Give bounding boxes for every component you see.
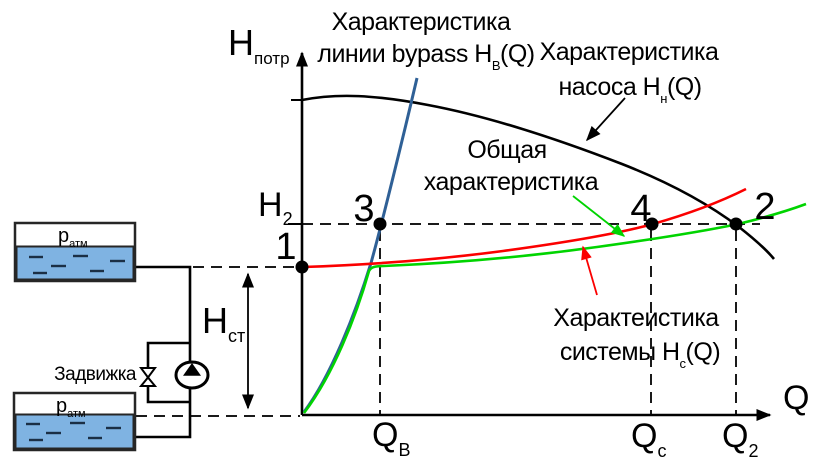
y-axis-label: Hпотр (228, 22, 290, 68)
point-3-dot (373, 217, 387, 231)
valve-icon (138, 367, 158, 387)
point-1-label: 1 (275, 226, 296, 268)
upper-tank: pатм (13, 221, 137, 283)
bypass-label-line1: Характеристика (332, 8, 511, 36)
hydraulic-schematic: pатм pатм Задвижка (12, 221, 254, 452)
pump-icon (174, 360, 210, 390)
lower-water-marks (26, 421, 121, 442)
system-curve (302, 187, 747, 269)
point-1-dot (295, 260, 309, 274)
point-4-dot (645, 217, 659, 231)
point-2-label: 2 (754, 186, 775, 228)
operating-points (295, 217, 743, 274)
pump-label-line2: насоса Hн(Q) (558, 73, 701, 106)
overall-label-line1: Общая (467, 136, 546, 164)
q2-label: Q2 (722, 417, 758, 461)
point-labels: 1 3 4 2 (275, 186, 775, 268)
lower-tank-water (14, 413, 135, 450)
static-head-dimension: Hст (202, 272, 254, 410)
qc-label: Qc (631, 417, 666, 461)
overall-label-line2: характеристика (424, 168, 599, 196)
x-axis-label: Q (783, 379, 809, 417)
point-4-label: 4 (630, 188, 651, 230)
lower-tank: pатм (12, 391, 137, 452)
pump-label-line1: Характеристика (540, 38, 719, 66)
system-label-line2: системы Hc(Q) (560, 338, 720, 371)
point-2-dot (729, 217, 743, 231)
upper-tank-water (15, 245, 135, 281)
hst-label: Hст (202, 300, 245, 346)
axes (288, 51, 772, 421)
upper-tank-pressure-label: pатм (58, 225, 88, 250)
axis-labels: Hпотр Q H2 QB Qc Q2 (228, 22, 809, 461)
lower-tank-pressure-label: pатм (56, 395, 86, 420)
system-label-leader (581, 245, 598, 296)
curve-annotations: Характеристика линии bypass HB(Q) Характ… (317, 8, 720, 371)
system-label-line1: Характеистика (553, 304, 719, 332)
point-3-label: 3 (353, 188, 374, 230)
leader-arrows (572, 97, 626, 296)
bypass-label-line2: линии bypass HB(Q) (317, 40, 534, 73)
curves (301, 77, 807, 414)
qb-label: QB (372, 416, 410, 460)
upper-water-marks (29, 254, 125, 275)
valve-label: Задвижка (54, 364, 137, 385)
h2-label: H2 (258, 186, 293, 229)
main-pipe (135, 265, 192, 439)
pump-label-leader (585, 97, 626, 142)
overall-label-leader (572, 195, 626, 237)
bypass-curve (302, 77, 419, 413)
